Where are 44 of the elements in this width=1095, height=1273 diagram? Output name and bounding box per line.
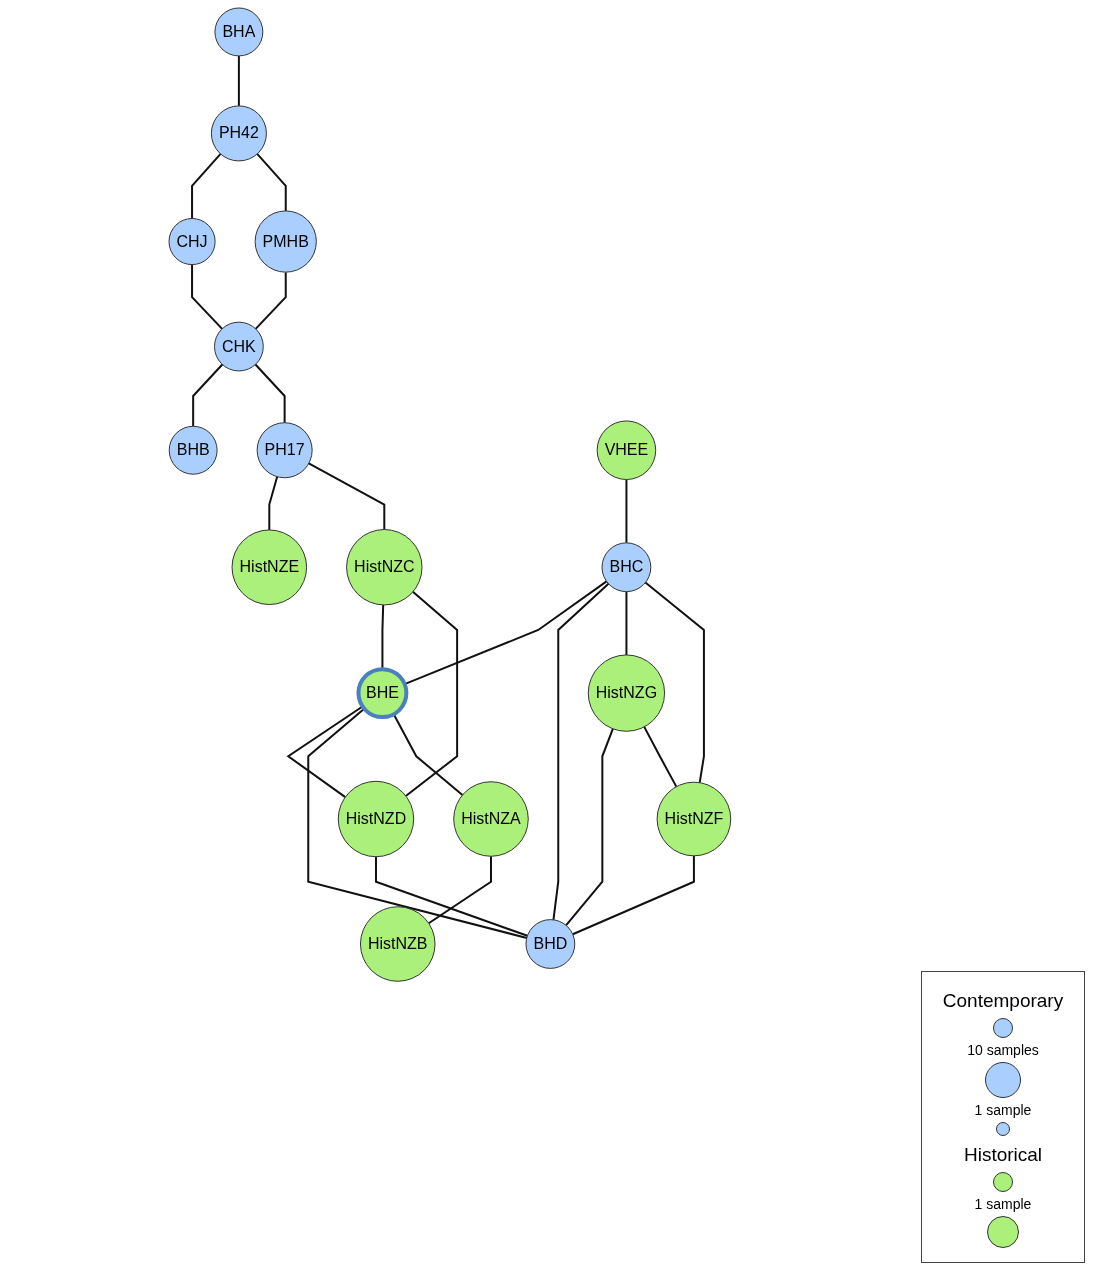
- connector: [256, 152, 287, 212]
- connector: [565, 727, 614, 927]
- node-circle: HistNZG: [587, 654, 666, 732]
- connector: [644, 581, 706, 784]
- connector: [307, 462, 386, 531]
- node-circle: CHK: [214, 321, 264, 372]
- node-circle: VHEE: [596, 420, 657, 480]
- node-circle: PH42: [211, 105, 268, 162]
- connector: [571, 854, 696, 936]
- connector: [643, 725, 678, 788]
- connector: [268, 475, 279, 531]
- connector: [392, 713, 464, 797]
- connector: [375, 855, 529, 937]
- connector: [254, 271, 287, 330]
- connector: [427, 855, 493, 925]
- legend-label: 10 samples: [966, 1042, 1040, 1058]
- connector: [404, 590, 459, 797]
- node-circle: CHJ: [168, 218, 216, 266]
- node-circle: BHA: [214, 7, 264, 57]
- connector: [191, 263, 224, 330]
- node-circle: HistNZE: [231, 529, 308, 605]
- legend-heading: Historical: [962, 1144, 1044, 1166]
- node-circle: HistNZF: [656, 781, 732, 857]
- node-circle: HistNZA: [453, 781, 529, 857]
- legend-label: 1 sample: [973, 1102, 1033, 1118]
- connector: [238, 54, 240, 107]
- node-circle: HistNZB: [360, 906, 436, 982]
- connector: [625, 590, 628, 656]
- node-circle: PMHB: [254, 210, 317, 273]
- connector: [192, 363, 224, 428]
- node-circle: HistNZD: [337, 780, 415, 858]
- node-circle: BHE: [356, 667, 409, 720]
- legend-label: 1 sample: [973, 1196, 1033, 1212]
- node-circle: BHC: [601, 542, 652, 593]
- connector: [191, 152, 222, 220]
- legend-heading: Contemporary: [941, 990, 1065, 1012]
- node-circle: BHD: [525, 919, 576, 969]
- node-circle: BHB: [168, 425, 218, 475]
- connector: [625, 478, 628, 544]
- node-circle: PH17: [256, 422, 313, 479]
- node-circle: HistNZC: [346, 529, 423, 606]
- connector: [254, 363, 286, 424]
- connector: [552, 582, 610, 921]
- connector: [307, 707, 528, 939]
